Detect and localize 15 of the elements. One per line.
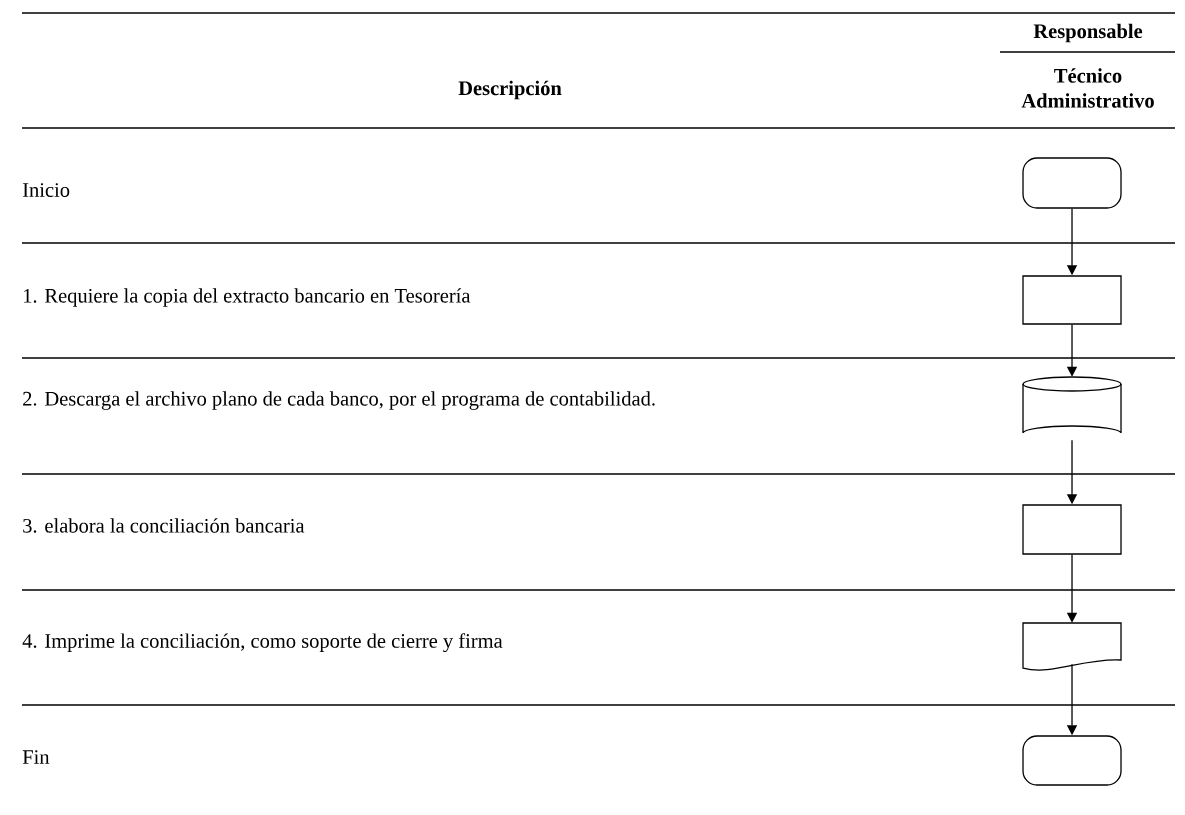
step-description: 3. elabora la conciliación bancaria (23, 518, 305, 533)
column-header: Responsable (1033, 23, 1143, 43)
step-description: 1. Requiere la copia del extracto bancario en Tesorería (24, 288, 471, 307)
step-description: 2. Descarga el archivo plano de cada banco, por el programa de contabilidad. (23, 391, 655, 410)
process-box (1022, 275, 1122, 325)
column-header: Descripción (458, 80, 562, 100)
column-header: Técnico Administrativo (1021, 68, 1154, 108)
process-box (1022, 504, 1122, 555)
step-description: 4. Imprime la conciliación, como soporte de cierre y firma (22, 633, 503, 653)
step-description: Fin (22, 750, 50, 764)
document-shape (1022, 622, 1122, 671)
database-cylinder (1022, 376, 1122, 434)
terminal-shape (1022, 735, 1122, 786)
step-description: Inicio (22, 183, 70, 197)
terminal-shape (1022, 157, 1122, 209)
